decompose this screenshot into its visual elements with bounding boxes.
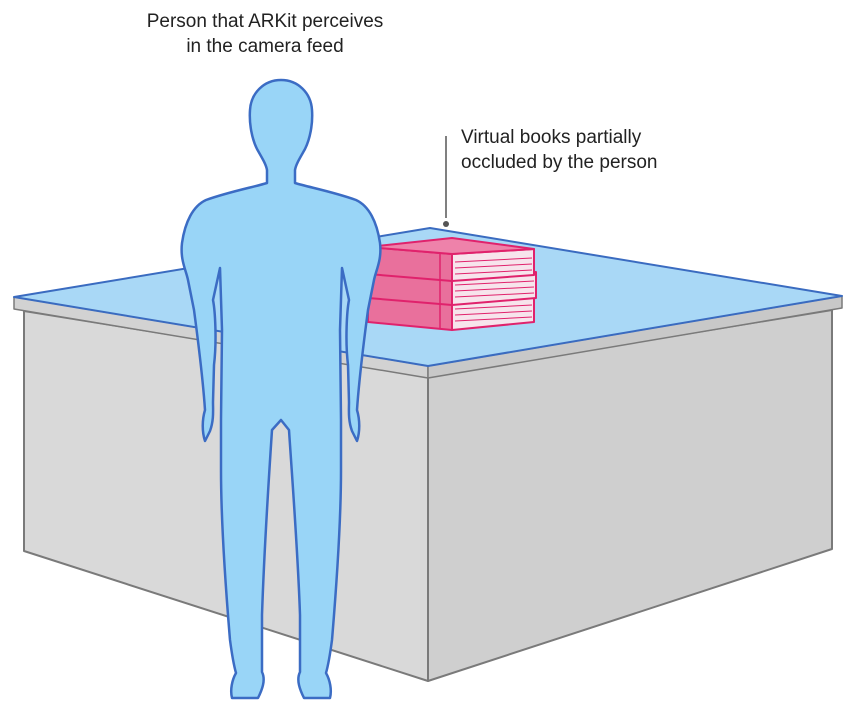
book-top-cover — [367, 237, 535, 255]
books-label-line-1: Virtual books partially — [461, 127, 642, 148]
book-top — [367, 237, 535, 282]
books-label-line-2: occluded by the person — [461, 152, 658, 173]
books-leader-line — [443, 136, 449, 227]
person-label: Person that ARKit perceives in the camer… — [120, 9, 410, 59]
person-silhouette — [180, 78, 382, 700]
person-label-line-2: in the camera feed — [186, 36, 344, 57]
books-label: Virtual books partially occluded by the … — [461, 125, 741, 175]
book-stack — [367, 237, 537, 331]
person-label-line-1: Person that ARKit perceives — [146, 11, 384, 32]
